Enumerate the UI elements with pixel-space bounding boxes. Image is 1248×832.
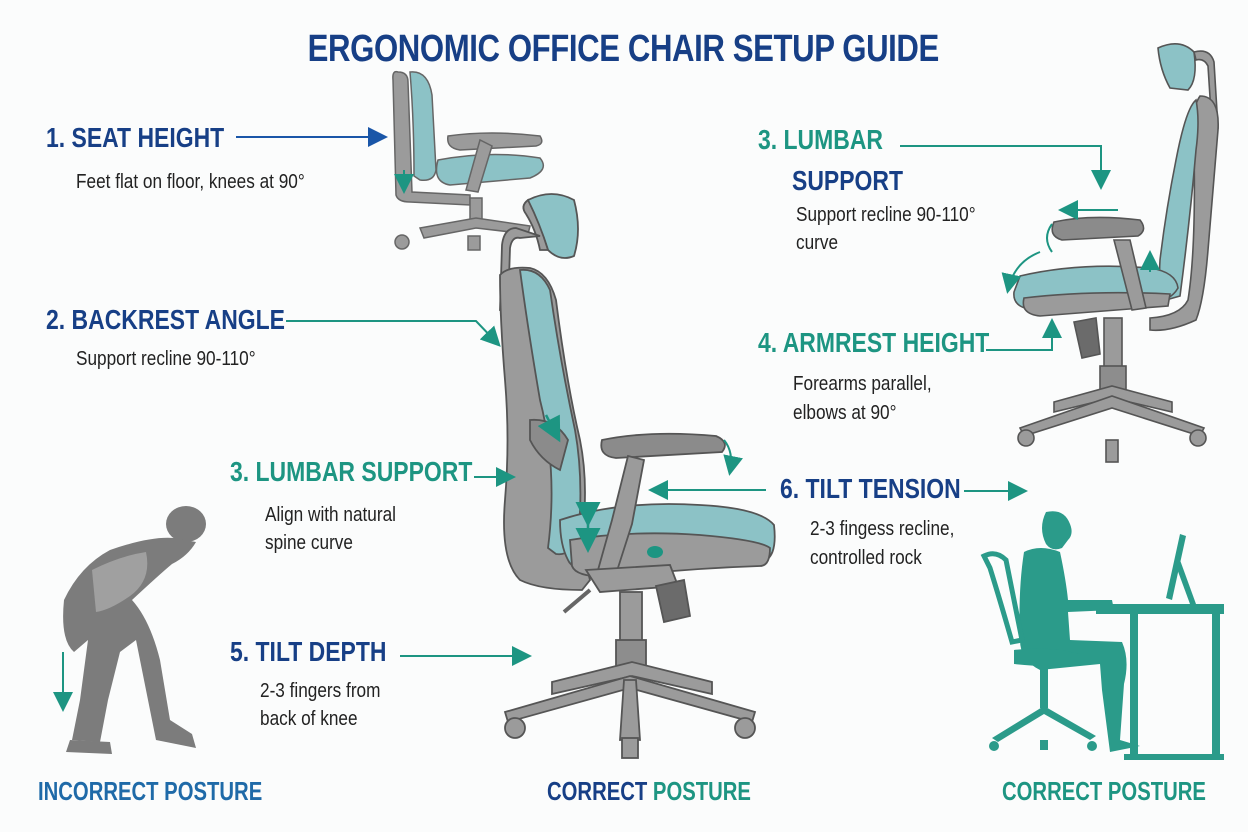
step-tilt-tension-description-line1: 2-3 fingess recline, bbox=[810, 518, 955, 540]
step-tilt-depth-title: 5. TILT DEPTH bbox=[230, 636, 386, 668]
lumbar-support-right-arrow bbox=[900, 145, 1111, 190]
small-chair-icon bbox=[392, 70, 545, 251]
caption-correct-posture-right: CORRECT POSTURE bbox=[1002, 776, 1206, 806]
step-lumbar-support-right-title-line1: 3. LUMBAR bbox=[758, 124, 883, 156]
step-backrest-angle-title: 2. BACKREST ANGLE bbox=[46, 304, 285, 336]
step-title: LUMBAR bbox=[783, 124, 884, 155]
step-number: 2. bbox=[46, 304, 66, 335]
step-tilt-depth-description-line1: 2-3 fingers from bbox=[260, 680, 381, 702]
step-title: TILT TENSION bbox=[805, 473, 961, 504]
step-title: BACKREST ANGLE bbox=[71, 304, 285, 335]
step-tilt-depth-description-line2: back of knee bbox=[260, 708, 358, 730]
step-number: 6. bbox=[780, 473, 800, 504]
step-lumbar-support-center-title: 3. LUMBAR SUPPORT bbox=[230, 456, 472, 488]
caption-word-correct: CORRECT bbox=[547, 776, 648, 806]
step-armrest-height-title: 4. ARMREST HEIGHT bbox=[758, 327, 989, 359]
step-number: 1. bbox=[46, 122, 66, 153]
step-lumbar-support-right-title-line2: SUPPORT bbox=[792, 165, 903, 196]
step-armrest-height-description-line2: elbows at 90° bbox=[793, 402, 897, 424]
step-number: 4. bbox=[758, 327, 778, 358]
caption-incorrect-posture: INCORRECT POSTURE bbox=[38, 776, 263, 806]
step-number: 3. bbox=[230, 456, 250, 487]
step-lumbar-support-right-description-line1: Support recline 90-110° bbox=[796, 204, 976, 226]
step-tilt-tension-title: 6. TILT TENSION bbox=[780, 473, 961, 505]
step-armrest-height-description-line1: Forearms parallel, bbox=[793, 373, 932, 395]
step-lumbar-support-center-description-line1: Align with natural bbox=[265, 504, 396, 526]
page-title: ERGONOMIC OFFICE CHAIR SETUP GUIDE bbox=[307, 28, 940, 70]
step-backrest-angle-description: Support recline 90-110° bbox=[76, 348, 256, 370]
step-lumbar-support-right-description-line2: curve bbox=[796, 232, 839, 254]
step-lumbar-support-center-description-line2: spine curve bbox=[265, 532, 353, 554]
step-seat-height-description: Feet flat on floor, knees at 90° bbox=[76, 171, 305, 193]
step-number: 5. bbox=[230, 636, 250, 667]
caption-word-posture: POSTURE bbox=[652, 776, 751, 806]
right-chair-icon bbox=[1013, 43, 1219, 463]
armrest-height-arrow bbox=[986, 318, 1062, 351]
step-title: ARMREST HEIGHT bbox=[782, 327, 990, 358]
backrest-angle-arrow bbox=[286, 320, 501, 347]
step-title: TILT DEPTH bbox=[255, 636, 387, 667]
step-title: SEAT HEIGHT bbox=[71, 122, 225, 153]
step-seat-height-title: 1. SEAT HEIGHT bbox=[46, 122, 224, 154]
step-tilt-tension-description-line2: controlled rock bbox=[810, 547, 922, 569]
main-chair-icon bbox=[499, 193, 776, 759]
caption-correct-posture-center: CORRECT POSTURE bbox=[547, 776, 751, 807]
step-number: 3. bbox=[758, 124, 778, 155]
slouching-person-icon bbox=[63, 506, 206, 754]
step-title: LUMBAR SUPPORT bbox=[255, 456, 473, 487]
seated-person-at-desk-icon bbox=[980, 511, 1224, 760]
